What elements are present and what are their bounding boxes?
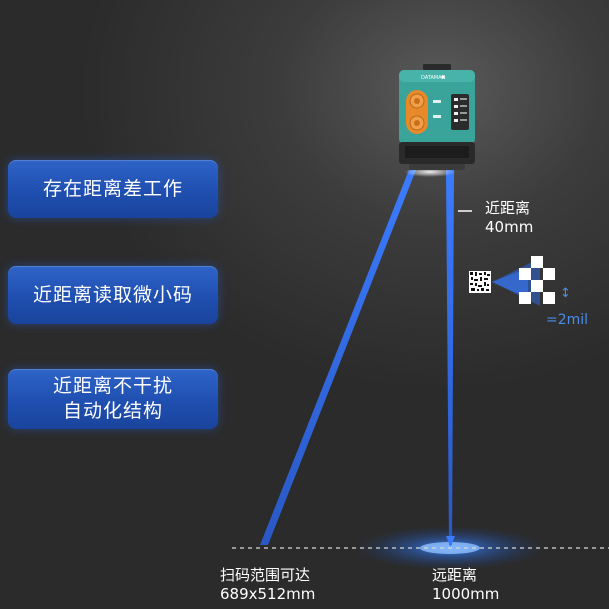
scan-beam-diagonal [260, 170, 416, 545]
feature-button-distance-variation[interactable]: 存在距离差工作 [8, 160, 218, 218]
scan-range-label: 扫码范围可达 689x512mm [220, 566, 315, 604]
feature-label: 近距离读取微小码 [32, 283, 193, 306]
feature-button-no-interference[interactable]: 近距离不干扰 自动化结构 [8, 369, 218, 429]
far-distance-title: 远距离 [432, 566, 478, 584]
barcode-scanner-device: DATAMAN [399, 64, 475, 170]
scan-range-value: 689x512mm [220, 585, 316, 603]
beam-arrow-tip [446, 536, 455, 547]
device-brand-label: DATAMAN [421, 75, 446, 81]
magnified-code-pixels [492, 256, 555, 306]
feature-label: 存在距离差工作 [42, 177, 183, 200]
feature-label-line-2: 自动化结构 [62, 400, 163, 422]
resolution-label: ↕ =2mil [546, 286, 589, 328]
far-distance-value: 1000mm [432, 585, 500, 603]
scan-beam-vertical [446, 170, 454, 545]
feature-label-line-1: 近距离不干扰 [52, 375, 173, 397]
feature-button-small-code-reading[interactable]: 近距离读取微小码 [8, 266, 218, 324]
scan-range-title: 扫码范围可达 [220, 566, 311, 584]
near-distance-value: 40mm [485, 218, 534, 236]
near-distance-title: 近距离 [485, 199, 531, 217]
far-distance-label: 远距离 1000mm [432, 566, 499, 604]
resolution-value: =2mil [546, 312, 589, 328]
qr-code-icon [469, 271, 491, 293]
near-distance-label: 近距离 40mm [485, 199, 533, 237]
resolution-arrow-icon: ↕ [560, 286, 571, 301]
